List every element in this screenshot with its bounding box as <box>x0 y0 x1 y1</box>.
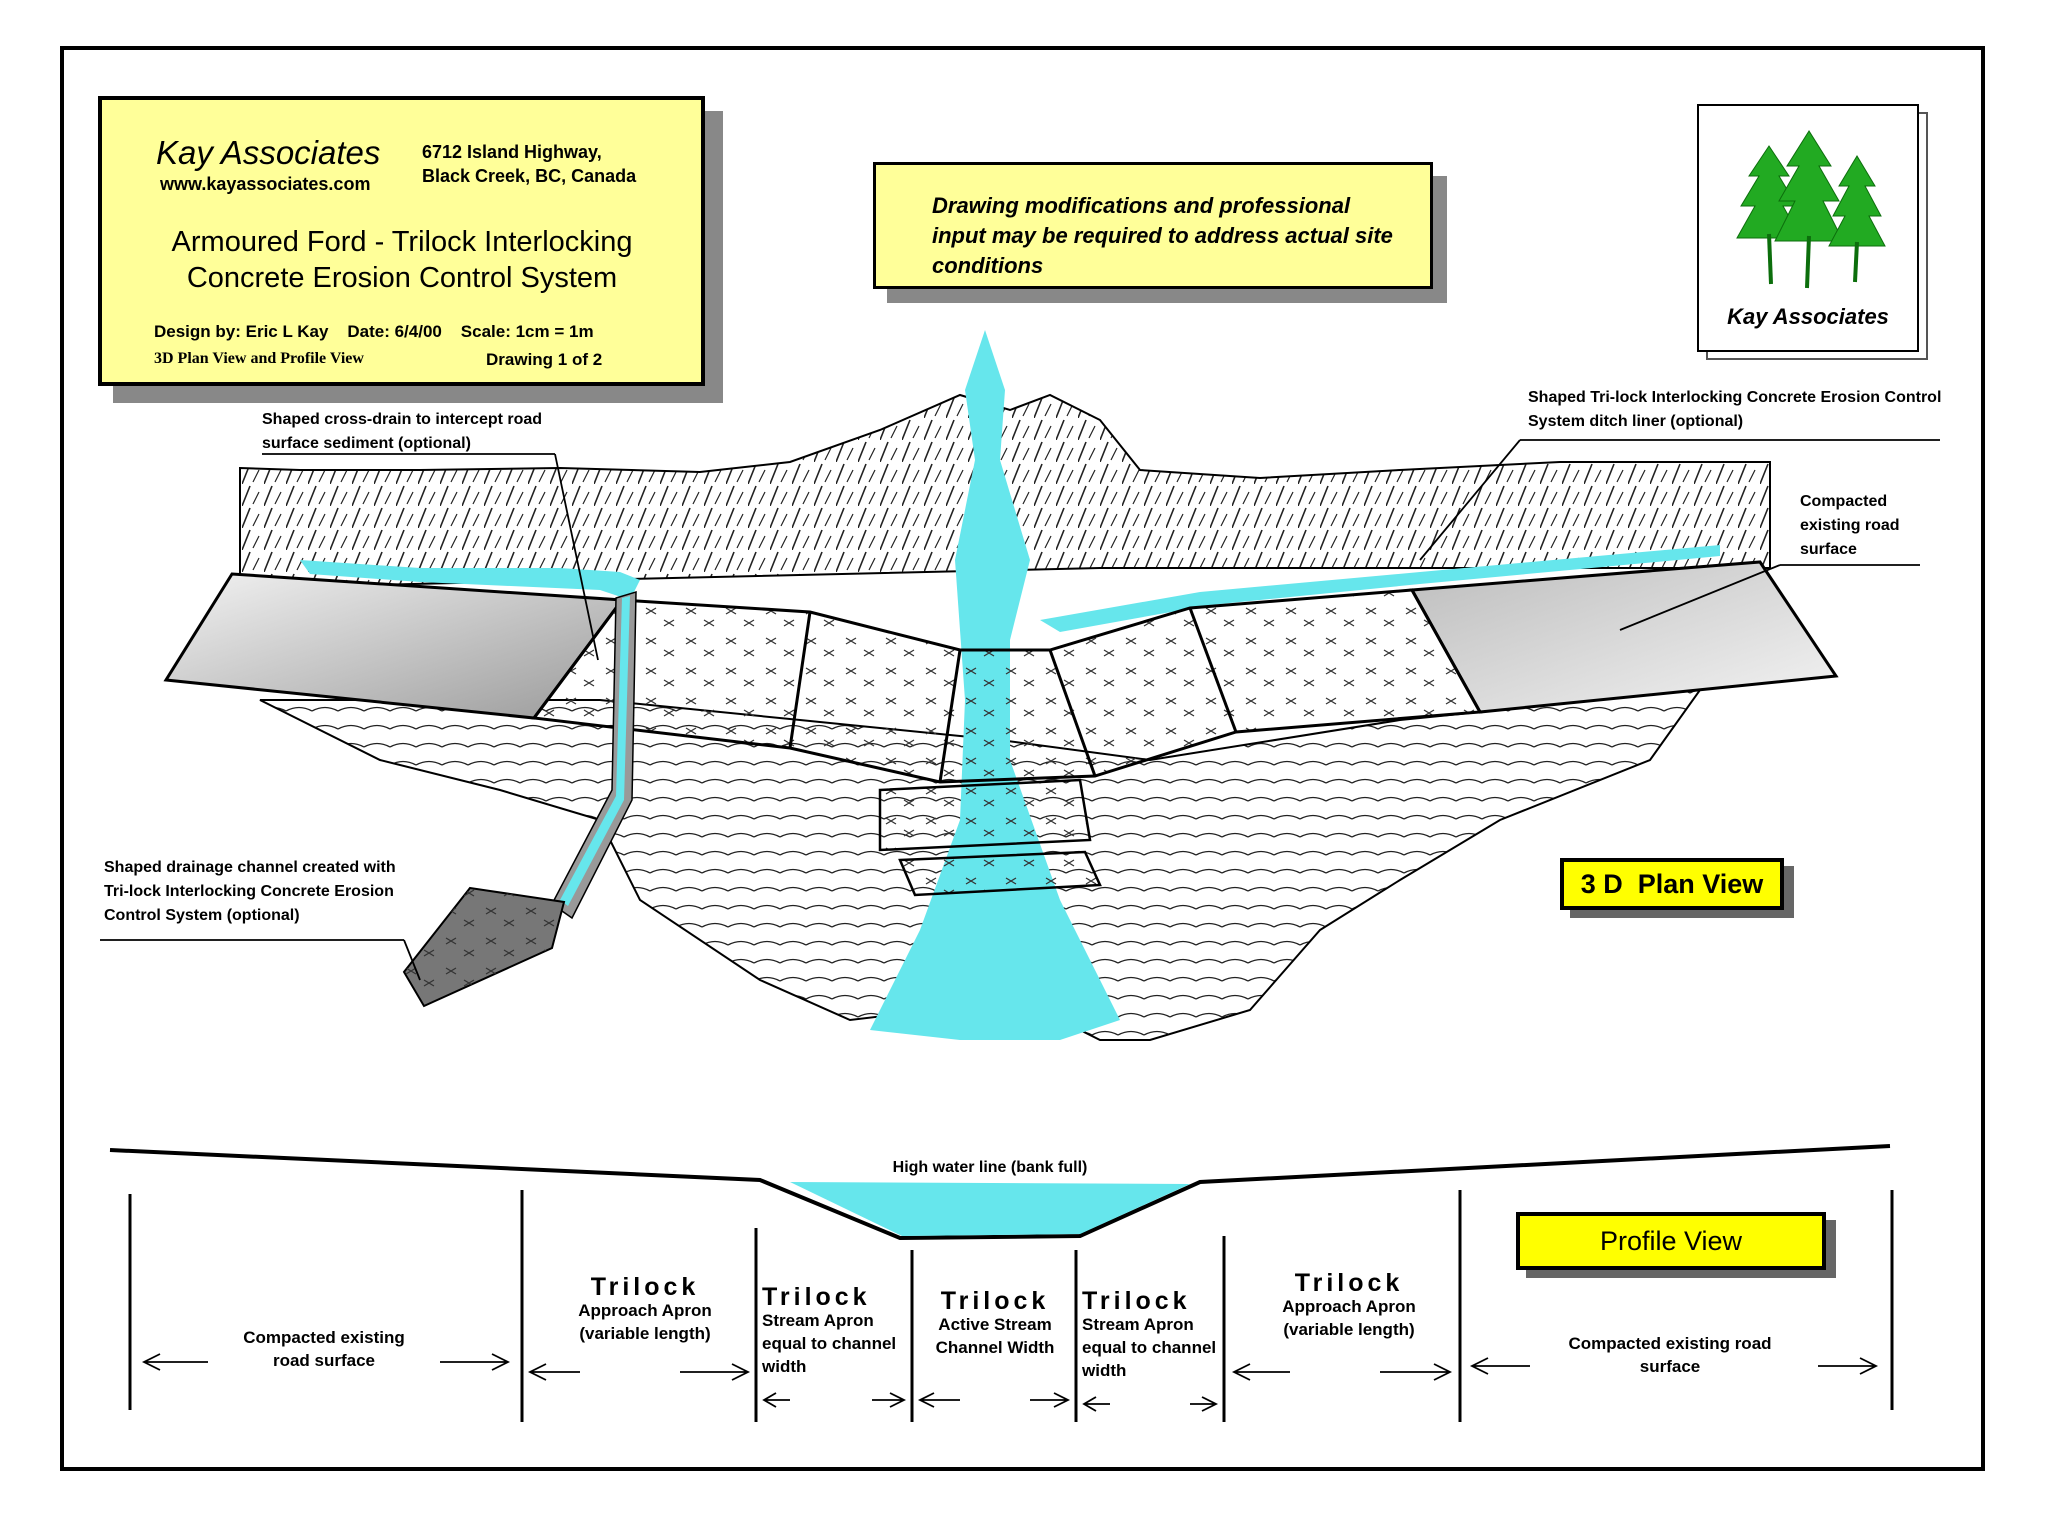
company-name: Kay Associates <box>156 134 381 171</box>
section-text: Compacted existing road surface <box>243 1328 405 1370</box>
section-text: Active Stream Channel Width <box>935 1315 1055 1357</box>
drawing-scale: Scale: 1cm = 1m <box>460 322 594 341</box>
profile-section-stream-apron-left: Trilock Stream Apron equal to channel wi… <box>762 1283 908 1378</box>
drawing-title-line-1: Armoured Ford - Trilock Interlocking <box>171 226 633 258</box>
callout-ditch-liner: Shaped Tri-lock Interlocking Concrete Er… <box>1528 389 1942 430</box>
drawing-meta: Design by: Eric L Kay Date: 6/4/00 Scale… <box>154 322 594 342</box>
profile-section-active-channel: Trilock Active Stream Channel Width <box>918 1287 1072 1359</box>
profile-section-road-right: Compacted existing road surface <box>1560 1332 1780 1378</box>
profile-section-stream-apron-right: Trilock Stream Apron equal to channel wi… <box>1082 1287 1222 1382</box>
section-text: Approach Apron (variable length) <box>578 1301 712 1343</box>
section-heading: Trilock <box>1294 1269 1404 1297</box>
high-water-fill <box>790 1182 1190 1236</box>
drawing-title-line-2: Concrete Erosion Control System <box>186 262 618 294</box>
section-dividers <box>128 1190 1894 1422</box>
dimension-arrows <box>141 1353 1879 1412</box>
cross-drain <box>551 590 637 920</box>
plan-view-label-text: 3 D Plan View <box>1580 869 1764 899</box>
address-line-2: Black Creek, BC, Canada <box>422 166 637 186</box>
callout-cross-drain: Shaped cross-drain to intercept road sur… <box>262 411 543 452</box>
profile-view-label: Profile View <box>1516 1212 1826 1270</box>
profile-section-approach-right: Trilock Approach Apron (variable length) <box>1264 1269 1434 1341</box>
section-heading: Trilock <box>1082 1287 1191 1315</box>
ditch-water-left <box>300 560 640 600</box>
ground-profile <box>109 1144 1891 1241</box>
section-text: Stream Apron equal to channel width <box>762 1311 897 1376</box>
section-heading: Trilock <box>940 1287 1050 1315</box>
plan-view-label: 3 D Plan View <box>1560 858 1784 910</box>
design-by: Design by: Eric L Kay <box>154 322 329 341</box>
profile-section-road-left: Compacted existing road surface <box>224 1326 424 1372</box>
section-heading: Trilock <box>590 1273 700 1301</box>
road-surface-right <box>1409 560 1839 714</box>
logo-text: Kay Associates <box>1727 304 1889 329</box>
logo: Kay Associates <box>1697 104 1919 352</box>
company-website: www.kayassociates.com <box>160 174 371 194</box>
trees-icon <box>1736 130 1886 289</box>
ditch-water-right <box>1040 545 1720 632</box>
callout-drainage-channel: Shaped drainage channel created with Tri… <box>104 859 396 924</box>
note-text: Drawing modifications and professional i… <box>932 193 1393 278</box>
section-text: Stream Apron equal to channel width <box>1082 1315 1217 1380</box>
drawing-date: Date: 6/4/00 <box>347 322 442 341</box>
cross-drain-water <box>560 596 630 906</box>
note-box: Drawing modifications and professional i… <box>873 162 1433 289</box>
profile-section-approach-left: Trilock Approach Apron (variable length) <box>560 1273 730 1345</box>
section-heading: Trilock <box>762 1283 871 1311</box>
profile-view-label-text: Profile View <box>1599 1226 1743 1256</box>
view-description: 3D Plan View and Profile View <box>154 350 364 367</box>
drawing-number: Drawing 1 of 2 <box>486 350 603 369</box>
high-water-label: High water line (bank full) <box>892 1159 1088 1176</box>
section-text: Approach Apron (variable length) <box>1282 1297 1416 1339</box>
section-text: Compacted existing road surface <box>1568 1334 1772 1376</box>
drawing-frame <box>60 46 1985 1471</box>
address-line-1: 6712 Island Highway, <box>422 142 602 162</box>
stream-apron-lower <box>878 778 1102 897</box>
title-block: Kay Associates www.kayassociates.com 671… <box>98 96 705 386</box>
company-address: 6712 Island Highway, Black Creek, BC, Ca… <box>422 140 636 188</box>
callout-road-surface: Compacted existing road surface <box>1800 493 1900 558</box>
